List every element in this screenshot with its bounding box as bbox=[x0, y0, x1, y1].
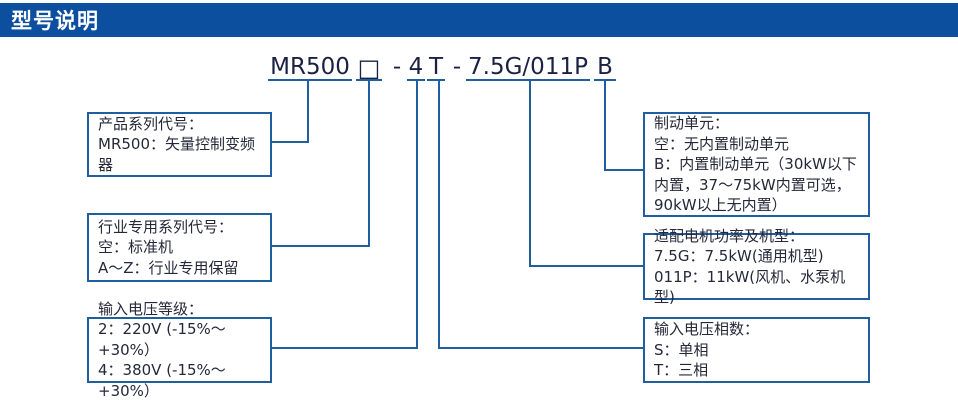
model-part-power-rating: 7.5G/011P bbox=[466, 54, 590, 81]
callout-input-voltage-level: 输入电压等级： 2：220V (-15%～+30%） 4：380V (-15%～… bbox=[87, 300, 272, 400]
callout-line: 2：220V (-15%～+30%） bbox=[98, 320, 226, 359]
callout-line: 4：380V (-15%～+30%） bbox=[98, 361, 226, 400]
callout-line: S：单相 bbox=[654, 340, 709, 359]
connector-horizontal-phase bbox=[438, 347, 643, 349]
section-header-bar: 型号说明 bbox=[0, 3, 958, 37]
callout-line: 行业专用系列代号： bbox=[98, 217, 234, 236]
connector-vertical-power bbox=[529, 81, 531, 267]
connector-horizontal-series bbox=[272, 141, 309, 143]
callout-line: B：内置制动单元（30kW以下内置，37～75kW内置可选，90kW以上无内置） bbox=[654, 155, 857, 215]
callout-brake-unit: 制动单元： 空：无内置制动单元 B：内置制动单元（30kW以下内置，37～75k… bbox=[643, 112, 870, 217]
model-part-blank-placeholder: □ bbox=[356, 54, 382, 82]
connector-vertical-brake bbox=[604, 81, 606, 171]
callout-industry-series: 行业专用系列代号： 空：标准机 A～Z：行业专用保留 bbox=[87, 213, 272, 282]
callout-line: 输入电压相数： bbox=[654, 320, 760, 339]
connector-vertical-voltage bbox=[416, 81, 418, 349]
model-part-brake: B bbox=[594, 54, 616, 81]
callout-line: 7.5G：7.5kW(通用机型) bbox=[654, 247, 824, 265]
callout-line: T：三相 bbox=[654, 361, 709, 380]
model-part-voltage-level: 4 bbox=[407, 54, 425, 81]
callout-line: 空：标准机 bbox=[98, 238, 174, 257]
model-hyphen-2: - bbox=[452, 54, 462, 80]
model-part-series: MR500 bbox=[268, 54, 352, 81]
connector-horizontal-industry bbox=[272, 245, 370, 247]
model-part-phase: T bbox=[427, 54, 445, 81]
connector-vertical-phase bbox=[438, 81, 440, 349]
section-title: 型号说明 bbox=[11, 9, 99, 33]
callout-motor-power: 适配电机功率及机型： 7.5G：7.5kW(通用机型) 011P：11kW(风机… bbox=[643, 227, 870, 306]
callout-line: 产品系列代号： bbox=[98, 114, 204, 133]
callout-line: 适配电机功率及机型： bbox=[654, 226, 805, 245]
connector-horizontal-voltage bbox=[272, 347, 418, 349]
callout-line: 输入电压等级： bbox=[98, 299, 204, 318]
callout-line: A～Z：行业专用保留 bbox=[98, 258, 239, 277]
callout-line: MR500：矢量控制变频器 bbox=[98, 135, 255, 174]
callout-line: 011P：11kW(风机、水泵机型) bbox=[654, 267, 846, 307]
callout-line: 空：无内置制动单元 bbox=[654, 134, 790, 153]
callout-input-phase: 输入电压相数： S：单相 T：三相 bbox=[643, 317, 870, 383]
connector-vertical-series bbox=[307, 81, 309, 143]
connector-horizontal-power bbox=[529, 265, 643, 267]
model-hyphen-1: - bbox=[392, 54, 402, 80]
callout-product-series: 产品系列代号： MR500：矢量控制变频器 bbox=[87, 112, 272, 177]
callout-line: 制动单元： bbox=[654, 114, 730, 133]
connector-vertical-industry bbox=[368, 81, 370, 247]
connector-horizontal-brake bbox=[604, 169, 643, 171]
